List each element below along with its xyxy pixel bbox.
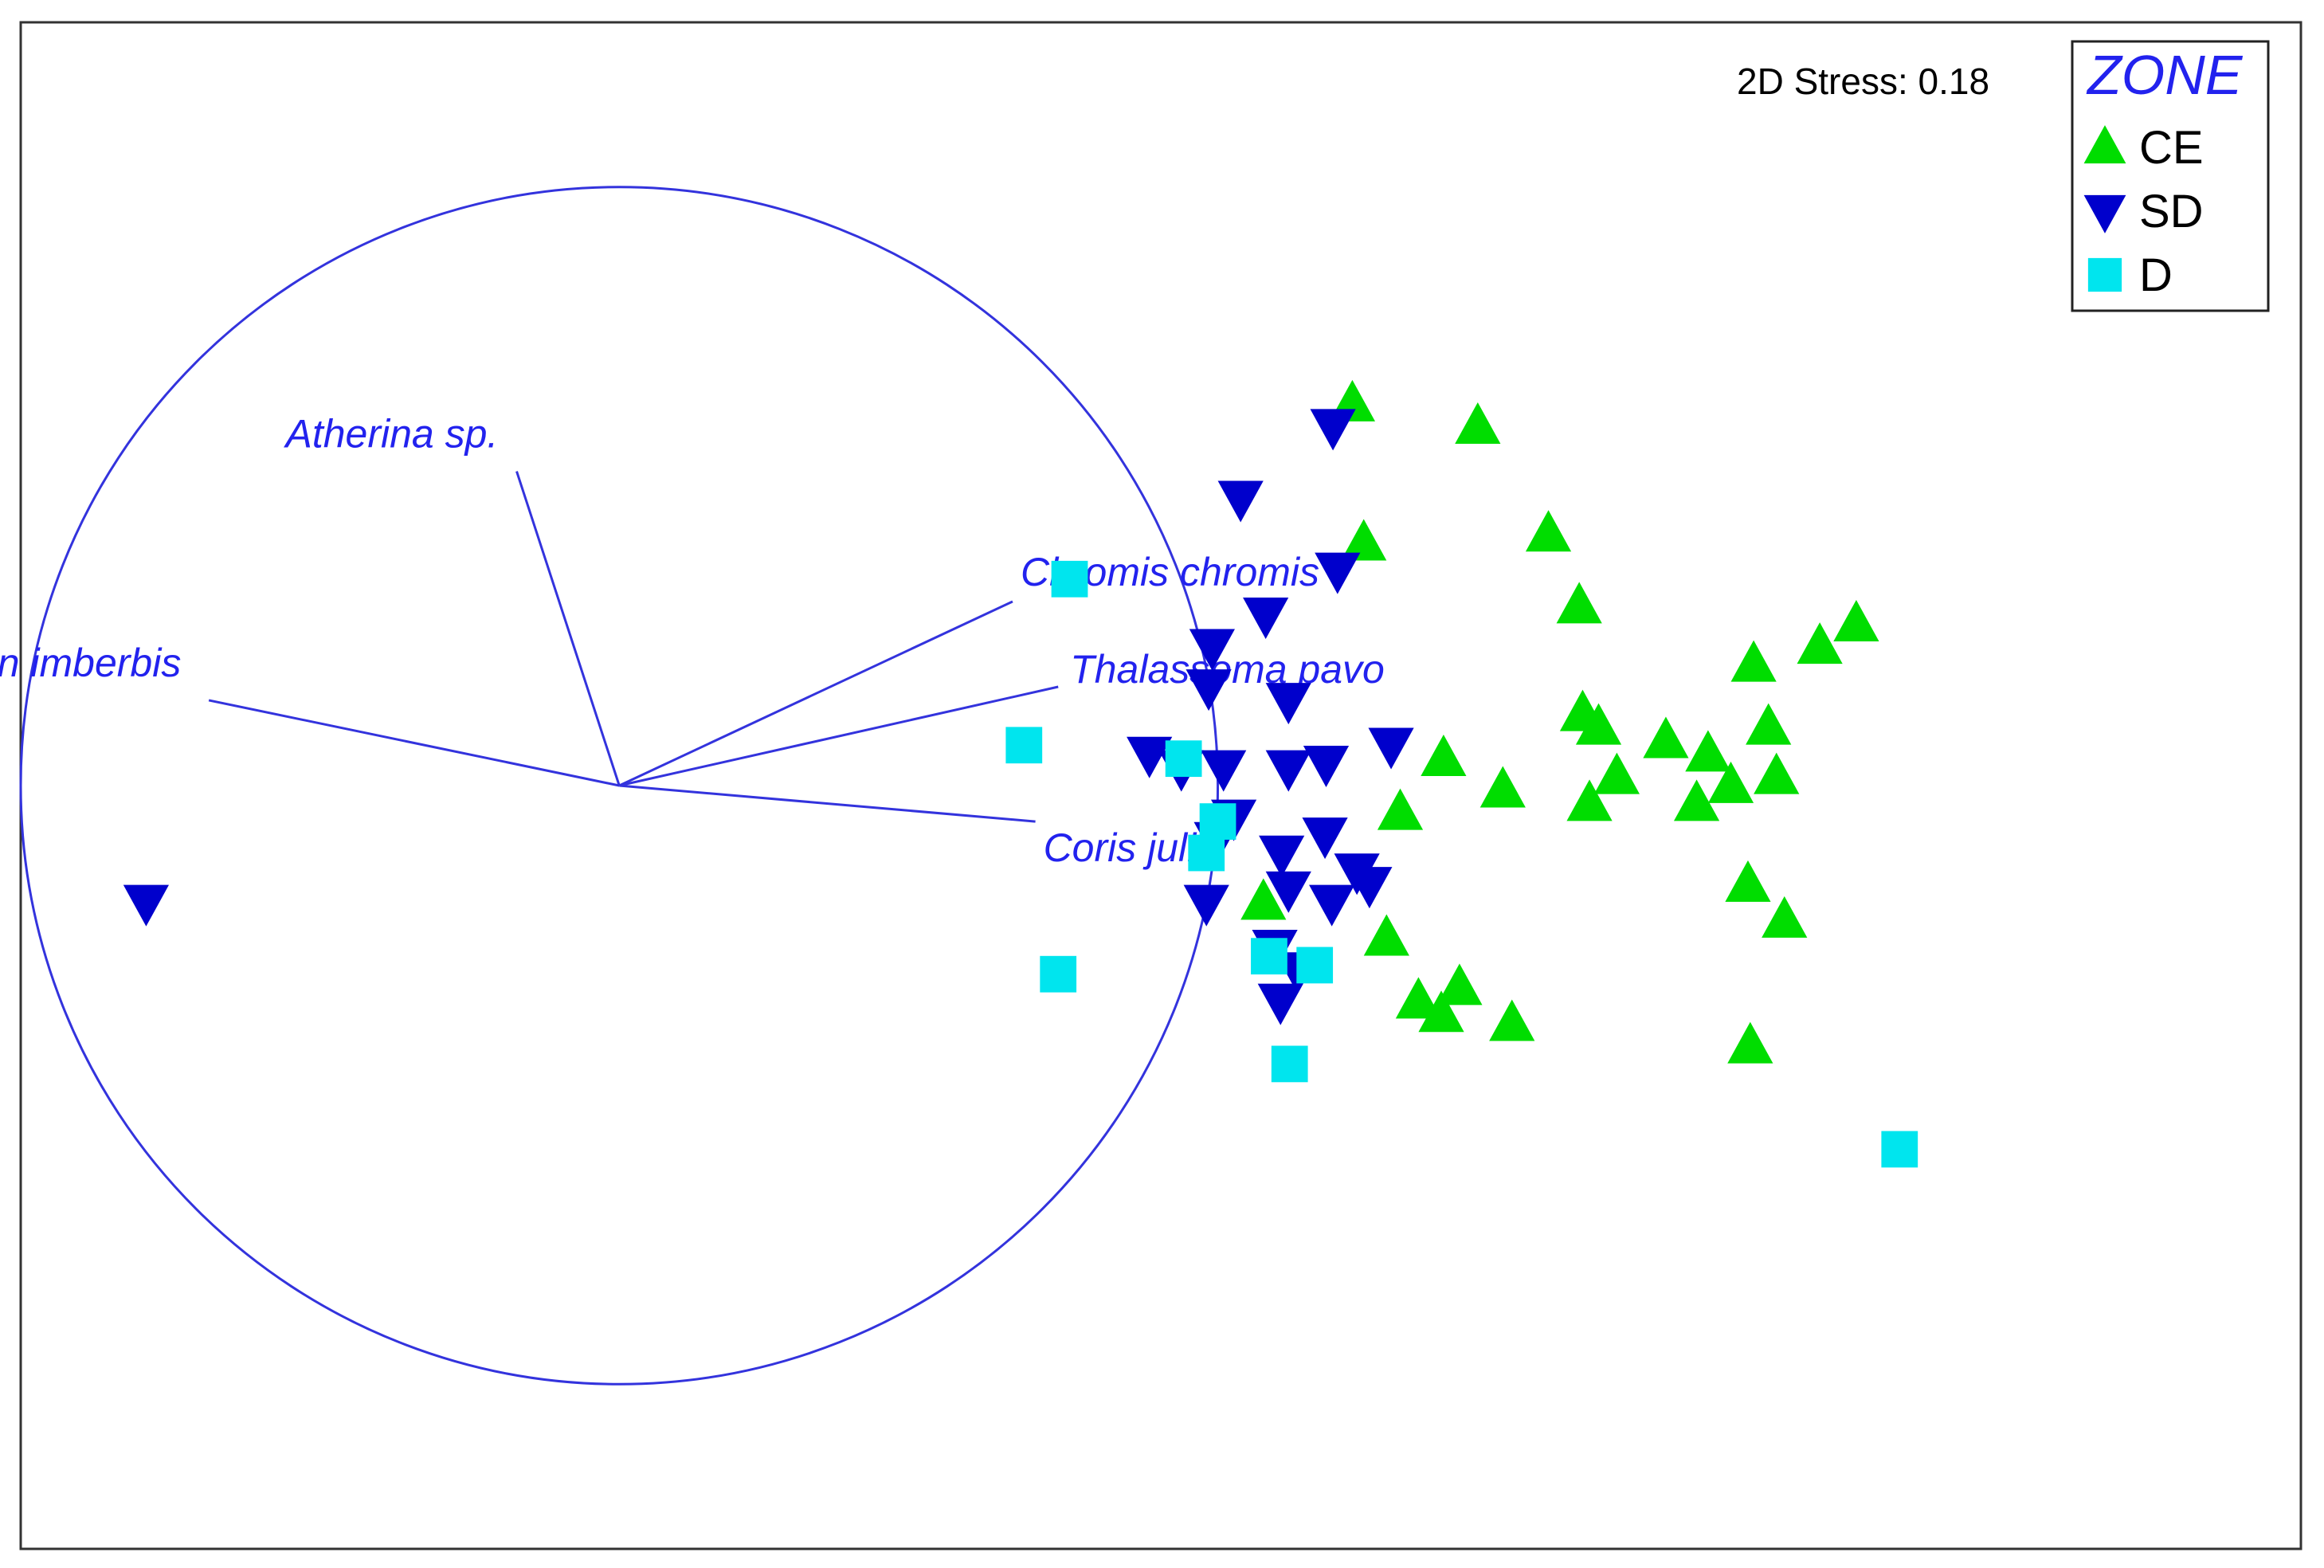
legend-label-d: D [2139, 249, 2173, 301]
stress-label: 2D Stress: 0.18 [1737, 61, 1989, 102]
point-sd [1315, 552, 1361, 594]
point-d [1296, 947, 1334, 984]
point-ce [1725, 860, 1771, 902]
point-ce [1341, 519, 1387, 561]
vector-circle [19, 186, 1220, 1386]
point-ce [1240, 878, 1287, 920]
legend-marker-sd [2083, 194, 2126, 233]
point-sd [1265, 683, 1311, 725]
vector-thalassoma-pavo [618, 685, 1059, 787]
point-ce [1730, 640, 1777, 682]
point-sd [1368, 727, 1414, 770]
point-ce [1575, 703, 1622, 745]
point-ce [1556, 582, 1602, 624]
point-d [1005, 727, 1043, 764]
point-ce [1479, 766, 1526, 808]
point-sd [1217, 480, 1264, 523]
plot-frame [19, 21, 2302, 1550]
point-ce [1395, 977, 1442, 1019]
legend-label-sd: SD [2139, 186, 2204, 237]
vector-label-coris-julis: Coris julis [1044, 825, 1217, 870]
point-ce [1707, 761, 1754, 803]
point-ce [1797, 622, 1843, 664]
point-ce [1643, 716, 1689, 759]
point-ce [1421, 735, 1467, 777]
point-ce [1762, 896, 1808, 938]
point-sd [1201, 750, 1247, 792]
point-sd [1265, 871, 1311, 913]
legend-label-ce: CE [2139, 122, 2204, 174]
legend-marker-ce [2083, 125, 2126, 164]
point-ce [1833, 599, 1879, 641]
point-ce [1593, 752, 1640, 794]
point-d [1251, 938, 1287, 975]
point-ce [1525, 510, 1572, 552]
point-ce [1436, 963, 1483, 1005]
vector-atherina-sp [515, 471, 621, 786]
legend-title: ZONE [2086, 44, 2244, 106]
point-sd [1186, 669, 1232, 711]
point-ce [1566, 779, 1613, 821]
point-d [1040, 955, 1077, 993]
legend-marker-d [2087, 257, 2122, 292]
vector-label-thalassoma-pavo: Thalassoma pavo [1070, 647, 1385, 692]
vector-label-atherina-sp: Atherina sp. [283, 412, 498, 457]
vector-label-apogon-imberbis: Apogon imberbis [0, 641, 181, 685]
legend: ZONE CE SD D [2071, 40, 2270, 312]
point-sd [1259, 835, 1305, 877]
point-ce [1455, 402, 1501, 445]
points-layer [123, 379, 1918, 1168]
point-sd [1265, 750, 1311, 792]
point-sd [1309, 884, 1355, 927]
vector-chromis-chromis [618, 600, 1013, 787]
point-ce [1754, 752, 1800, 794]
point-sd [1183, 884, 1229, 927]
point-d [1199, 803, 1236, 840]
point-sd [1302, 817, 1348, 860]
point-sd [1127, 736, 1173, 778]
point-d [1271, 1045, 1308, 1083]
point-d [1051, 560, 1088, 598]
point-d [1881, 1131, 1918, 1168]
point-ce [1489, 999, 1535, 1041]
point-ce [1363, 914, 1409, 956]
point-d [1188, 834, 1225, 872]
point-ce [1746, 703, 1792, 745]
point-sd [1257, 983, 1303, 1025]
point-sd [1310, 409, 1356, 451]
point-sd [1346, 867, 1393, 909]
vector-coris-julis [619, 784, 1036, 823]
point-ce [1685, 730, 1731, 772]
point-ce [1418, 990, 1464, 1033]
point-sd [1189, 629, 1235, 671]
point-ce [1673, 779, 1720, 821]
point-ce [1727, 1021, 1773, 1064]
point-sd [123, 884, 170, 927]
point-ce [1377, 788, 1424, 830]
point-sd [1303, 745, 1350, 787]
vector-apogon-imberbis [208, 699, 620, 787]
point-d [1165, 740, 1202, 778]
point-sd [1243, 598, 1289, 640]
